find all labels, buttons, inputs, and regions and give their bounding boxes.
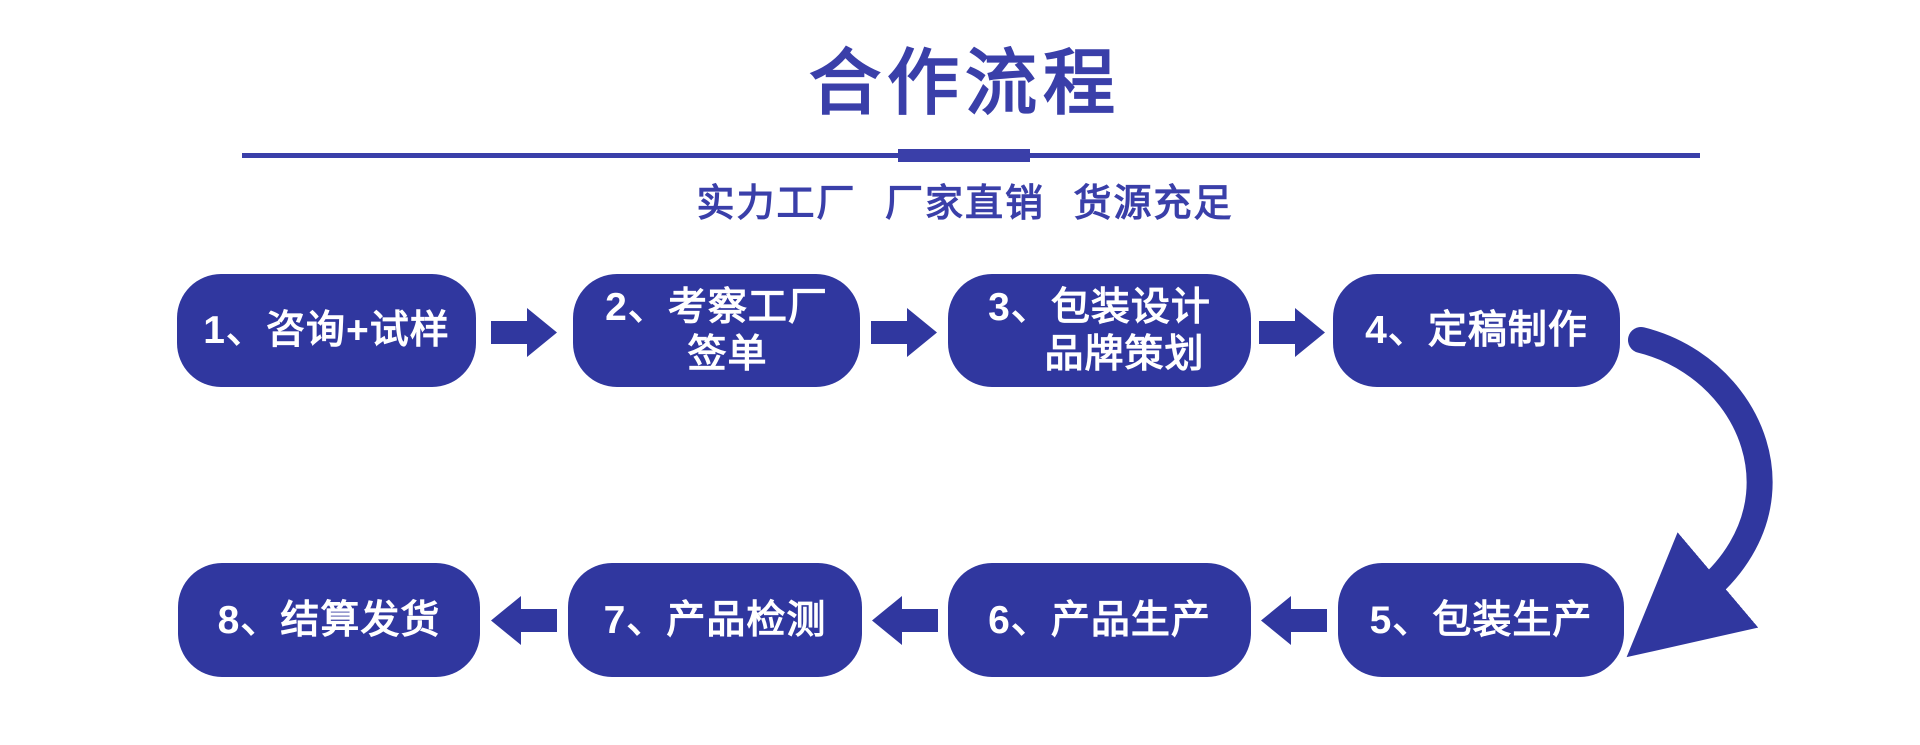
arrow-right-icon xyxy=(871,308,937,357)
divider-accent-segment xyxy=(898,149,1030,162)
step-pill-3: 3、包装设计 品牌策划 xyxy=(948,274,1251,387)
curved-arrow-down-left-icon xyxy=(1626,327,1801,658)
step-label: 6、产品生产 xyxy=(988,598,1211,642)
arrow-left-icon xyxy=(1261,596,1327,645)
arrow-left-icon xyxy=(872,596,938,645)
step-label: 3、包装设计 xyxy=(988,285,1211,329)
step-label: 2、考察工厂 xyxy=(605,285,828,329)
step-label: 4、定稿制作 xyxy=(1365,309,1588,352)
step-label-line2: 品牌策划 xyxy=(1044,332,1205,376)
step-pill-8: 8、结算发货 xyxy=(178,563,480,677)
step-label: 1、咨询+试样 xyxy=(203,309,450,352)
step-pill-6: 6、产品生产 xyxy=(948,563,1251,677)
step-label-line2: 签单 xyxy=(687,332,768,376)
step-label: 5、包装生产 xyxy=(1369,598,1593,642)
step-pill-2: 2、考察工厂 签单 xyxy=(573,274,860,387)
step-pill-7: 7、产品检测 xyxy=(568,563,862,677)
step-pill-4: 4、定稿制作 xyxy=(1333,274,1620,387)
step-pill-1: 1、咨询+试样 xyxy=(177,274,476,387)
arrow-right-icon xyxy=(491,308,557,357)
page-title: 合作流程 xyxy=(808,44,1121,124)
divider-line xyxy=(242,149,1700,162)
step-label: 7、产品检测 xyxy=(603,598,827,642)
step-label: 8、结算发货 xyxy=(217,598,441,642)
arrow-right-icon xyxy=(1259,308,1325,357)
step-pill-5: 5、包装生产 xyxy=(1338,563,1624,677)
arrow-left-icon xyxy=(491,596,557,645)
page-subtitle: 实力工厂 厂家直销 货源充足 xyxy=(696,183,1234,225)
